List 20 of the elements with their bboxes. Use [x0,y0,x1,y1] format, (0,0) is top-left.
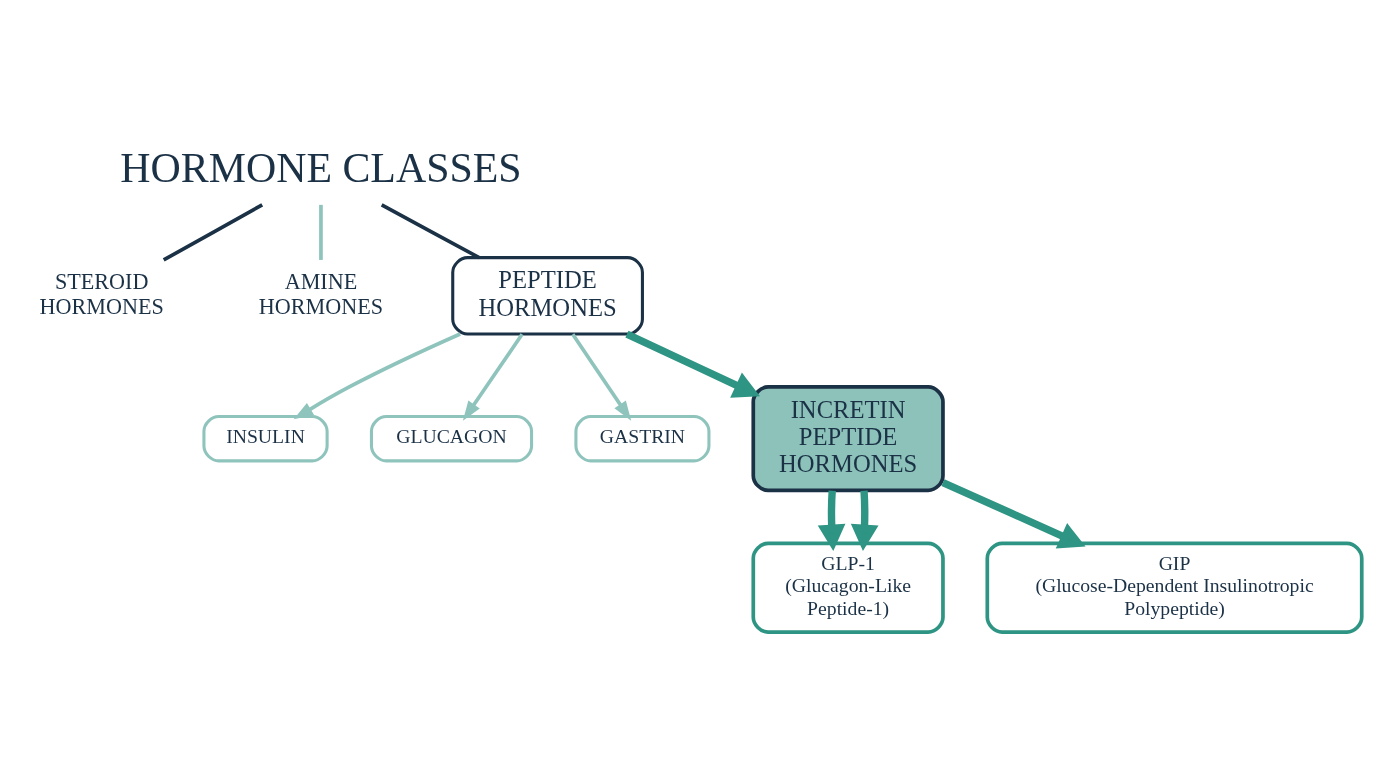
arrow [462,332,524,421]
arrow [850,490,879,551]
node-text: AMINE HORMONES [258,268,384,319]
arrow [571,332,632,421]
connector [319,204,323,260]
node-box: GLUCAGON [369,414,534,462]
node-box: INSULIN [202,414,329,462]
node-box: GIP (Glucose-Dependent Insulinotropic Polypeptide) [985,541,1364,634]
connector [380,202,480,259]
node-box: PEPTIDE HORMONES [451,255,644,336]
node-text: STEROID HORMONES [39,268,164,319]
node-text: HORMONE CLASSES [120,144,522,191]
node-box: GASTRIN [574,414,711,462]
arrow [293,331,461,419]
arrow [941,478,1086,548]
arrow [625,330,760,398]
connector [162,202,264,262]
arrow [817,490,846,551]
node-box: INCRETIN PEPTIDE HORMONES [751,384,945,492]
node-box: GLP-1 (Glucagon-Like Peptide-1) [751,541,945,634]
